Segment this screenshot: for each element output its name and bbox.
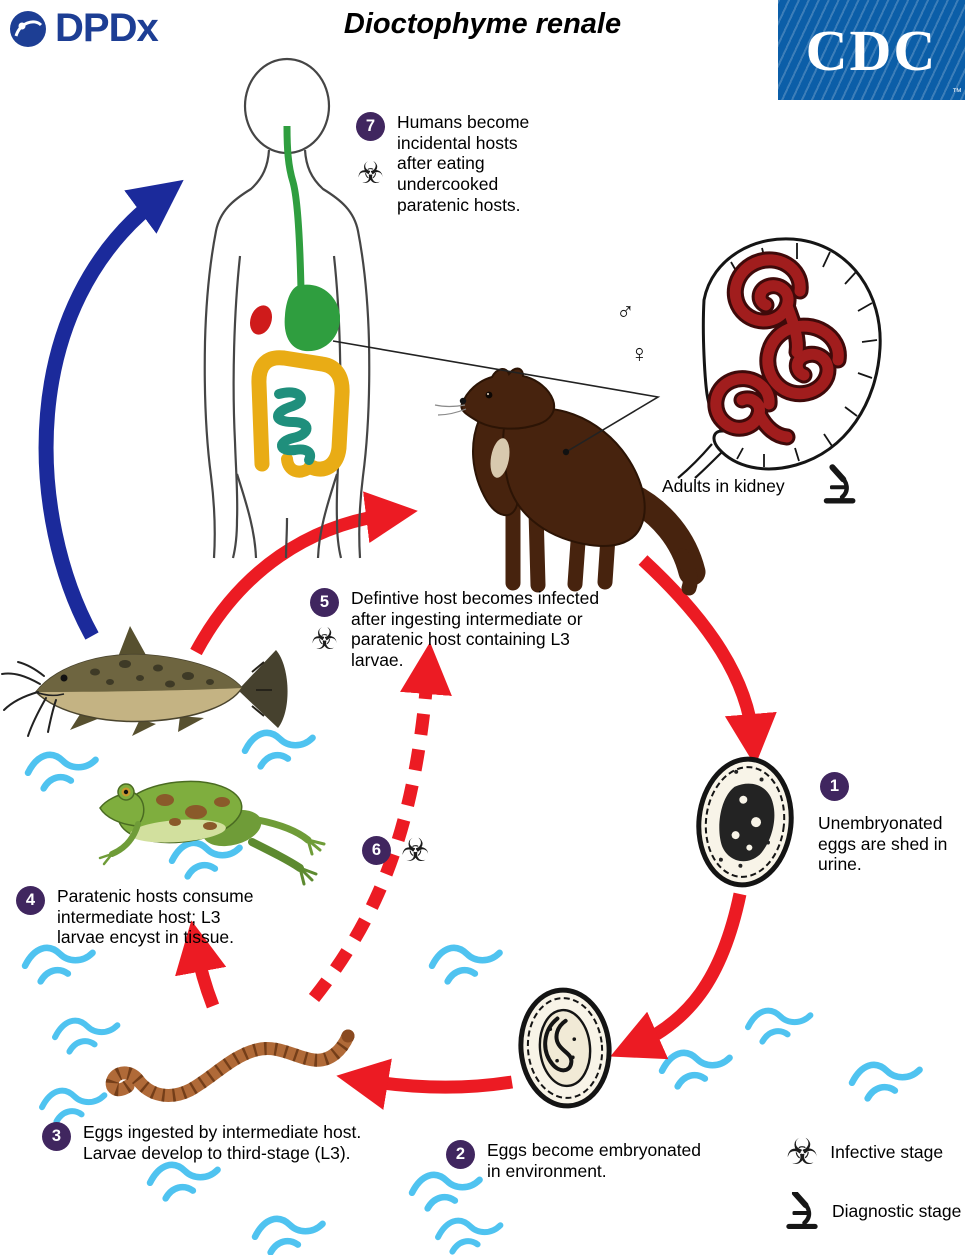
cdc-logo-text: CDC — [805, 17, 938, 83]
female-symbol: ♀ — [630, 340, 649, 368]
arrow-red-egg-to-embryonated — [610, 892, 747, 1060]
arrow-red-dashed-intermediate-to-definitive — [308, 642, 452, 1003]
step-5-text: Defintive host becomes infected after in… — [351, 588, 600, 670]
biohazard-icon: ☣ — [401, 832, 430, 868]
arrow-red-definitive-to-eggs — [638, 555, 777, 766]
step-2-badge: 2 — [446, 1140, 475, 1169]
step-1-text: Unembryonated eggs are shed in urine. — [818, 813, 948, 875]
kidney-connector-lines — [332, 340, 661, 456]
arrow-red-paratenic-to-definitive — [190, 491, 418, 656]
microscope-icon — [784, 1192, 820, 1230]
step-7: 7 ☣ Humans become incidental hosts after… — [356, 112, 547, 215]
adults-in-kidney-label: Adults in kidney — [662, 476, 785, 496]
step-3-badge: 3 — [42, 1122, 71, 1151]
step-5: 5 ☣ Defintive host becomes infected afte… — [310, 588, 626, 671]
step-3: 3 Eggs ingested by intermediate host. La… — [42, 1122, 363, 1163]
step-4-badge: 4 — [16, 886, 45, 915]
legend-diagnostic-row: Diagnostic stage — [784, 1192, 961, 1230]
biohazard-icon: ☣ — [357, 157, 384, 190]
step-7-badge: 7 — [356, 112, 385, 141]
step-2: 2 Eggs become embryonated in environment… — [446, 1140, 702, 1181]
digestive-tract — [249, 125, 350, 478]
earthworm-illustration — [105, 1029, 355, 1102]
dpdx-logo: DPDx — [8, 6, 159, 51]
step-3-text: Eggs ingested by intermediate host. Larv… — [83, 1122, 362, 1163]
page-title: Dioctophyme renale — [343, 8, 622, 40]
step-4: 4 Paratenic hosts consume intermediate h… — [16, 886, 272, 948]
arrow-blue-paratenic-to-human — [38, 179, 184, 640]
legend-infective-label: Infective stage — [830, 1141, 944, 1162]
human-figure — [203, 57, 371, 559]
unembryonated-egg-illustration — [696, 756, 794, 888]
microscope-icon — [826, 467, 852, 501]
catfish-illustration — [1, 626, 288, 737]
step-1: 1 Unembryonated eggs are shed in urine. — [818, 772, 953, 875]
step-5-badge: 5 — [310, 588, 339, 617]
kidney-inset-illustration — [677, 237, 882, 479]
cdc-logo: CDC ™ — [778, 0, 965, 100]
dpdx-logo-text: DPDx — [55, 6, 159, 50]
step-6-badge: 6 — [362, 835, 391, 865]
frog-illustration — [98, 780, 326, 886]
mink-illustration — [434, 367, 706, 596]
step-1-badge: 1 — [820, 772, 849, 801]
arrow-red-embryonated-to-intermediate — [336, 1058, 514, 1110]
legend-diagnostic-label: Diagnostic stage — [832, 1200, 962, 1221]
step-2-text: Eggs become embryonated in environment. — [487, 1140, 702, 1181]
step-6: 6 ☣ — [362, 834, 430, 866]
step-7-text: Humans become incidental hosts after eat… — [397, 112, 530, 215]
legend-infective-row: ☣ Infective stage — [786, 1134, 943, 1170]
step-4-text: Paratenic hosts consume intermediate hos… — [57, 886, 254, 948]
arrow-red-intermediate-to-paratenic — [175, 920, 227, 1009]
biohazard-icon: ☣ — [311, 623, 338, 656]
biohazard-icon: ☣ — [786, 1131, 819, 1172]
cdc-trademark: ™ — [952, 87, 962, 98]
male-symbol: ♂ — [616, 298, 635, 326]
dpdx-logo-icon — [10, 10, 46, 47]
embryonated-egg-illustration — [518, 987, 612, 1109]
